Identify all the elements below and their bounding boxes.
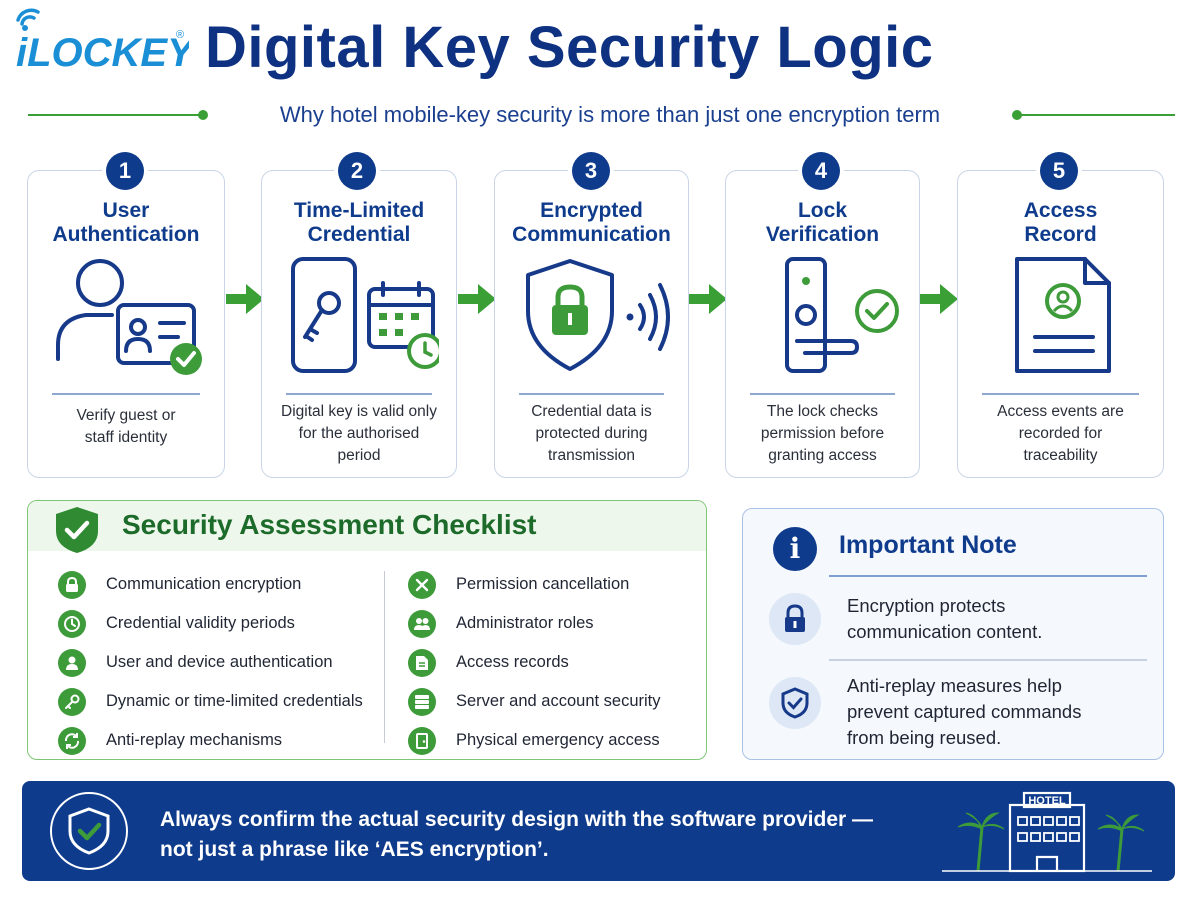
step-number-badge: 1 bbox=[106, 152, 144, 190]
checklist-item: Dynamic or time-limited credentials bbox=[58, 682, 363, 721]
security-checklist-panel: Security Assessment Checklist Communicat… bbox=[27, 500, 707, 760]
refresh-icon bbox=[58, 726, 86, 755]
step-number-badge: 3 bbox=[572, 152, 610, 190]
user-icon bbox=[58, 648, 86, 677]
checklist-item-label: User and device authentication bbox=[106, 653, 333, 671]
banner-message: Always confirm the actual security desig… bbox=[160, 808, 874, 861]
subtitle-row: Why hotel mobile-key security is more th… bbox=[0, 98, 1200, 132]
lock-icon bbox=[58, 570, 86, 599]
bottom-banner: Always confirm the actual security desig… bbox=[22, 781, 1175, 881]
step-number-badge: 5 bbox=[1040, 152, 1078, 190]
document-record-icon bbox=[1014, 257, 1111, 373]
step-divider bbox=[52, 393, 200, 395]
checklist-item-label: Dynamic or time-limited credentials bbox=[106, 692, 363, 710]
phone-key-calendar-icon bbox=[291, 257, 439, 373]
checklist-item: Access records bbox=[408, 643, 661, 682]
checklist-item: User and device authentication bbox=[58, 643, 363, 682]
user-id-card-icon bbox=[56, 259, 202, 375]
info-icon: i bbox=[773, 527, 817, 571]
note-divider bbox=[829, 659, 1147, 661]
step-divider bbox=[519, 393, 664, 395]
shield-check-icon bbox=[56, 507, 98, 553]
arrow-right-icon bbox=[458, 284, 496, 314]
page-subtitle: Why hotel mobile-key security is more th… bbox=[279, 102, 941, 127]
step-divider bbox=[982, 393, 1139, 395]
logo-text: iLOCKEY bbox=[16, 31, 189, 75]
subtitle-rule-left bbox=[28, 114, 203, 116]
checklist-item: Server and account security bbox=[408, 682, 661, 721]
shield-lock-signal-icon bbox=[525, 259, 670, 371]
checklist-item-label: Permission cancellation bbox=[456, 575, 630, 593]
checklist-item: Anti-replay mechanisms bbox=[58, 721, 363, 759]
note-title-rule bbox=[829, 575, 1147, 577]
arrow-right-icon bbox=[689, 284, 727, 314]
checklist-item: Credential validity periods bbox=[58, 604, 363, 643]
svg-text:®: ® bbox=[176, 29, 184, 41]
hotel-label: HOTEL bbox=[1028, 795, 1066, 807]
hotel-building-icon: HOTEL bbox=[942, 791, 1152, 873]
page-title: Digital Key Security Logic bbox=[205, 15, 934, 80]
checklist-item-label: Administrator roles bbox=[456, 614, 594, 632]
checklist-column-right: Permission cancellation Administrator ro… bbox=[408, 565, 661, 759]
checklist-item-label: Credential validity periods bbox=[106, 614, 295, 632]
step-divider bbox=[286, 393, 432, 395]
users-icon bbox=[408, 609, 436, 638]
shield-check-icon bbox=[50, 792, 128, 870]
checklist-title: Security Assessment Checklist bbox=[122, 509, 537, 540]
shield-check-icon bbox=[769, 677, 821, 729]
document-icon bbox=[408, 648, 436, 677]
door-lock-check-icon bbox=[784, 257, 899, 373]
x-icon bbox=[408, 570, 436, 599]
checklist-item-label: Anti-replay mechanisms bbox=[106, 731, 283, 749]
checklist-item-label: Communication encryption bbox=[106, 575, 302, 593]
checklist-item: Communication encryption bbox=[58, 565, 363, 604]
clock-icon bbox=[58, 609, 86, 638]
ilockey-logo: iLOCKEY ® bbox=[16, 8, 189, 75]
note-title: Important Note bbox=[839, 531, 1017, 559]
subtitle-rule-right bbox=[1017, 114, 1175, 116]
key-icon bbox=[58, 687, 86, 716]
step-number-badge: 4 bbox=[802, 152, 840, 190]
step-number-badge: 2 bbox=[338, 152, 376, 190]
checklist-item-label: Physical emergency access bbox=[456, 731, 660, 749]
arrow-right-icon bbox=[920, 284, 958, 314]
checklist-divider bbox=[384, 571, 385, 743]
checklist-item: Physical emergency access bbox=[408, 721, 661, 759]
subtitle-dot-left bbox=[198, 110, 208, 120]
checklist-item: Administrator roles bbox=[408, 604, 661, 643]
arrow-right-icon bbox=[226, 284, 264, 314]
checklist-header bbox=[28, 501, 706, 551]
step-divider bbox=[750, 393, 895, 395]
checklist-column-left: Communication encryption Credential vali… bbox=[58, 565, 363, 759]
padlock-icon bbox=[769, 593, 821, 645]
checklist-item: Permission cancellation bbox=[408, 565, 661, 604]
checklist-item-label: Server and account security bbox=[456, 692, 661, 710]
server-icon bbox=[408, 687, 436, 716]
checklist-item-label: Access records bbox=[456, 653, 569, 671]
door-icon bbox=[408, 726, 436, 755]
